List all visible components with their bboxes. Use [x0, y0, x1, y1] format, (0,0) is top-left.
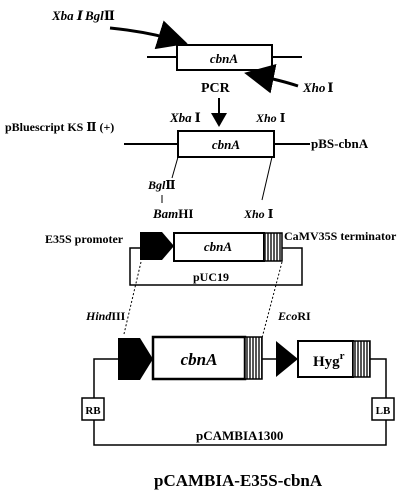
pcambia-terminator-box	[244, 336, 263, 380]
camv35s-terminator-box	[263, 232, 283, 262]
xbai-label: Xba Ⅰ	[51, 8, 84, 23]
hygr-superscript: r	[340, 350, 345, 362]
ecori-label: Eco	[277, 309, 297, 323]
e35s-promoter-arrow	[140, 232, 174, 260]
puc19-cbna-box	[173, 232, 265, 262]
hyg-terminator-box	[352, 340, 371, 378]
svg-text:HindIII: HindIII	[85, 309, 126, 323]
puc19-gene-label: cbnA	[204, 239, 233, 254]
pbs-xbai-label: Xba	[169, 110, 192, 125]
pcambia1300-label: pCAMBIA1300	[196, 428, 283, 443]
xhoi-suffix: Ⅰ	[327, 80, 333, 95]
ecori-suffix: RI	[297, 309, 311, 323]
pbs-right-connector	[261, 156, 273, 201]
pcambia-e35s-cbna-title: pCAMBIA-E35S-cbnA	[154, 471, 323, 490]
pbs-cbna-label: pBS-cbnA	[311, 136, 369, 151]
pcr-arrowhead	[211, 113, 227, 127]
puc19-construct: E35S promoter CaMV35S terminator cbnA pU…	[45, 229, 397, 339]
pbs-gene-label: cbnA	[212, 137, 241, 152]
bglii-lower-label: Bgl	[147, 178, 166, 192]
rb-box	[81, 397, 105, 421]
pcambia-promoter-arrow	[118, 338, 153, 380]
hyg-promoter-arrow	[276, 341, 298, 377]
pcambia-construct: cbnA Hygr RB LB pCAMBIA1300 pCAMBIA-E35S…	[81, 335, 395, 490]
bamhi-suffix: HI	[178, 206, 193, 221]
pbs-xhoi-label: Xho	[255, 111, 277, 125]
pbs-xbai-suffix: Ⅰ	[195, 110, 201, 125]
bamhi-label: Bam	[152, 206, 178, 221]
puc19-backbone	[129, 247, 303, 286]
pbs-xhoi-suffix: Ⅰ	[280, 111, 286, 125]
svg-text:EcoRI: EcoRI	[277, 309, 311, 323]
pbs-left-connector	[171, 156, 179, 179]
lb-label: LB	[376, 405, 391, 417]
forward-primer-arrow	[109, 20, 188, 50]
xhoi-lower-suffix: Ⅰ	[268, 207, 274, 221]
ecori-dotted-connector	[261, 261, 283, 339]
lb-box	[371, 397, 395, 421]
pcambia-backbone	[93, 358, 387, 446]
pbluescript-label: pBluescript KS Ⅱ (+)	[5, 120, 114, 134]
rb-label: RB	[85, 405, 101, 417]
xhoi-label: Xho	[302, 80, 326, 95]
pbs-cbna-box	[177, 130, 275, 158]
svg-text:Hygr: Hygr	[313, 350, 345, 370]
pcambia-gene-label: cbnA	[181, 350, 218, 369]
bglii-label: Bgl	[84, 8, 104, 23]
hindiii-label: Hind	[85, 309, 112, 323]
svg-text:BglⅡ: BglⅡ	[147, 178, 175, 192]
puc19-label: pUC19	[193, 270, 229, 284]
pcambia-cbna-box	[151, 335, 247, 381]
bglii-lower-suffix: Ⅱ	[165, 178, 175, 192]
svg-text:BamHI: BamHI	[152, 206, 193, 221]
insert-gene-label: cbnA	[210, 51, 239, 66]
hindiii-suffix: III	[111, 309, 125, 323]
hygr-label: Hyg	[313, 354, 340, 370]
camv35s-terminator-label: CaMV35S terminator	[284, 229, 397, 243]
xhoi-lower-label: Xho	[243, 207, 265, 221]
hygr-box	[297, 340, 354, 378]
reverse-primer-arrow	[244, 63, 299, 94]
e35s-promoter-label: E35S promoter	[45, 232, 124, 246]
hindiii-dotted-connector	[123, 261, 142, 335]
bglii-suffix: Ⅱ	[104, 8, 115, 23]
pcr-label: PCR	[201, 81, 231, 96]
